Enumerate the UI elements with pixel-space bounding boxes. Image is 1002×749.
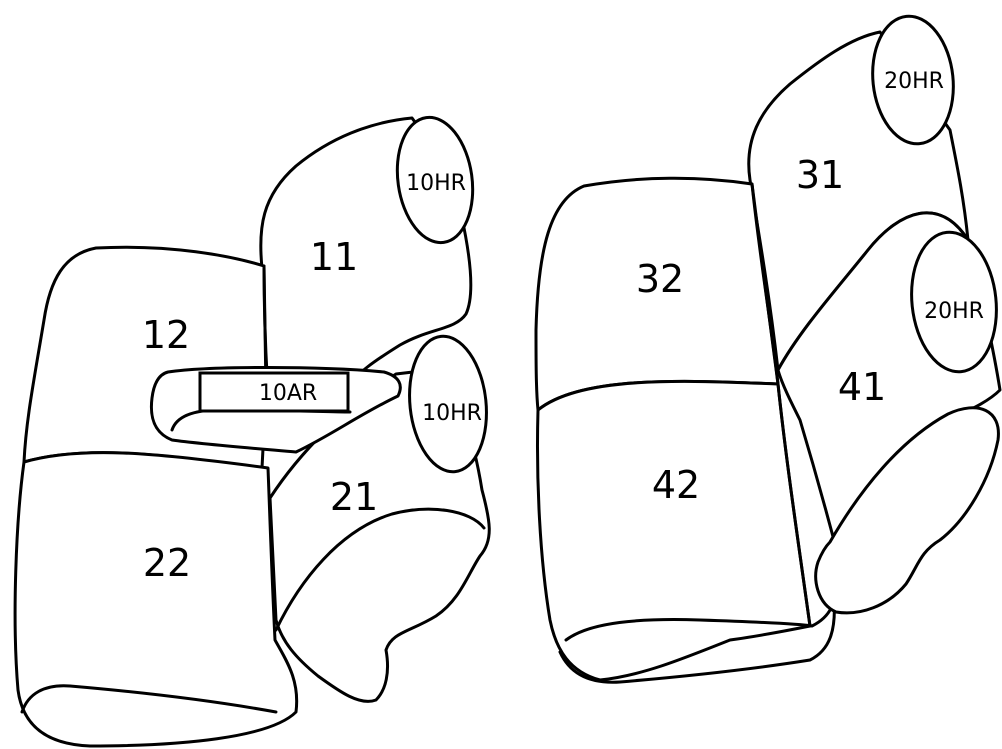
rear-headrest-top [871,14,955,146]
rear-headrest-bottom [910,230,998,374]
front-headrest-bottom [408,334,488,474]
rear-cushion-left-panel [536,379,812,682]
front-cushion-left-lower-shell [20,684,278,714]
rear-part-42-label: 42 [652,463,700,507]
rear-part-41-label: 41 [838,365,886,409]
rear-headrest-top-label: 20HR [884,69,944,94]
rear-cushion-left-lower-shell [564,586,836,642]
rear-cushion-right-bolster [814,406,1000,615]
front-headrest-top-label: 10HR [406,171,466,196]
front-part-12-label: 12 [142,313,190,357]
rear-back-divider-seam [750,182,780,386]
front-cushion-left-panel [13,451,299,748]
rear-part-32-label: 32 [636,257,684,301]
front-armrest-label-box [198,371,350,413]
front-part-22-label: 22 [143,541,191,585]
rear-headrest-bottom-label: 20HR [924,299,984,324]
front-armrest-label: 10AR [259,381,317,406]
front-cushion-right-seam [274,507,486,632]
rear-cushion-left-bottom [558,598,836,684]
rear-cushion-divider-seam [776,382,812,628]
front-headrest-bottom-label: 10HR [422,401,482,426]
rear-seat: 20HR 20HR 31 32 41 42 [534,14,1002,684]
front-part-21-label: 21 [330,475,378,519]
front-headrest-top [395,115,475,245]
front-seat: 10AR 10HR 10HR 11 12 21 22 [13,115,491,748]
front-part-11-label: 11 [310,235,358,279]
rear-part-31-label: 31 [796,153,844,197]
